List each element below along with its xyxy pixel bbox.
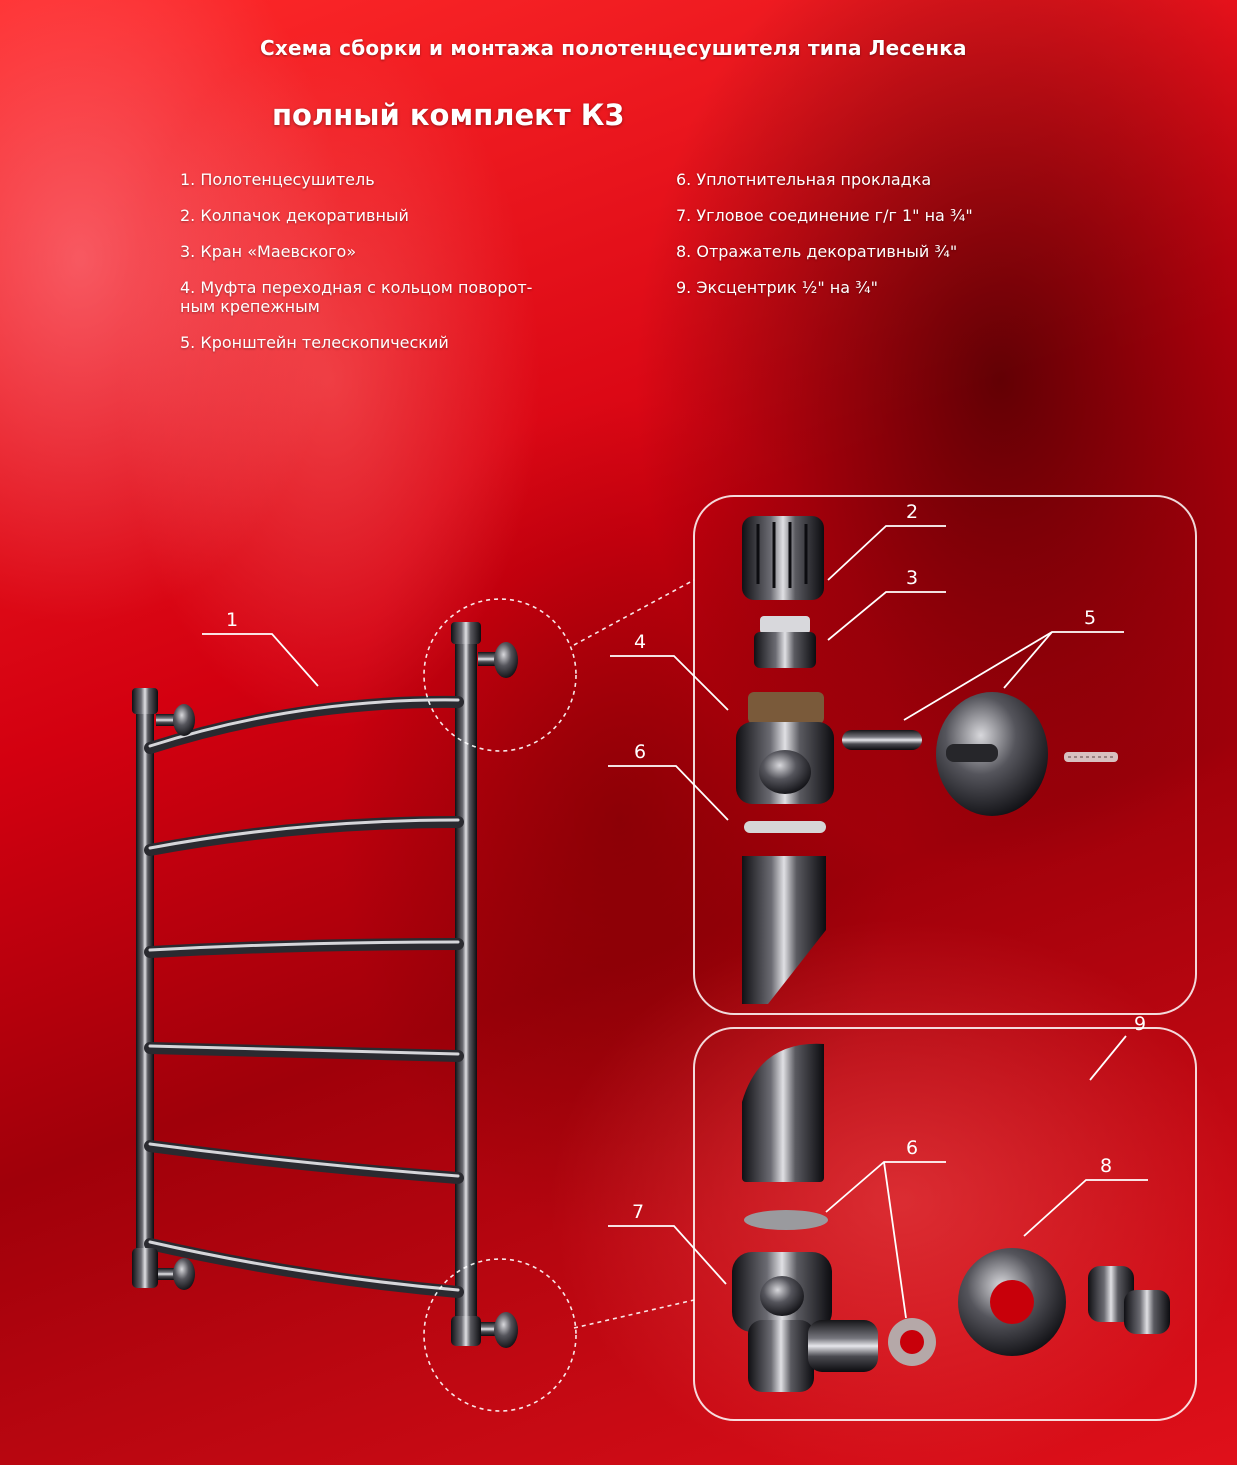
leader-6a [608, 765, 729, 821]
decorative-cap-ribs [756, 522, 808, 588]
decorative-cap [742, 516, 824, 600]
callout-1: 1 [226, 609, 238, 631]
rung-4-highlight [148, 1044, 460, 1056]
top-detail-circle [423, 598, 577, 752]
adapter-thread [748, 692, 824, 724]
legend-item-5: 5. Кронштейн телескопический [180, 333, 449, 352]
angle-joint-nut [760, 1276, 804, 1316]
leader-5b [1003, 631, 1053, 689]
rung-5-highlight [148, 1142, 460, 1178]
riser-pipe-section [742, 856, 826, 1004]
rung-2 [144, 816, 464, 856]
rung-6 [144, 1238, 464, 1298]
eccentric-fitting [742, 1043, 824, 1168]
callout-3: 3 [906, 567, 918, 589]
callout-2: 2 [906, 501, 918, 523]
bottom-detail-panel [693, 1027, 1197, 1421]
bracket-rod [842, 730, 922, 750]
leader-3 [827, 591, 946, 641]
angle-joint-outlet [808, 1320, 878, 1372]
bracket-top-left-flange [173, 704, 195, 736]
right-riser-bottom-cap [451, 1316, 481, 1346]
top-detail-panel [693, 495, 1197, 1015]
leader-1 [202, 633, 319, 687]
bottom-panel-parts [732, 1043, 1170, 1392]
leader-9 [1089, 1035, 1127, 1081]
adapter-nut [759, 750, 811, 794]
left-riser [136, 700, 154, 1260]
legend-item-6: 6. Уплотнительная прокладка [676, 170, 932, 189]
leader-lines [202, 525, 1148, 1319]
rung-6-highlight [148, 1240, 460, 1292]
bracket-screw [1064, 752, 1118, 762]
legend-right: 6. Уплотнительная прокладка 7. Угловое с… [676, 170, 1056, 314]
callout-4: 4 [634, 631, 646, 653]
bracket-bottom-left-flange [173, 1258, 195, 1290]
leader-6b-washer [883, 1161, 907, 1319]
reflector-hole [990, 1280, 1034, 1324]
rung-3 [144, 938, 464, 958]
leader-6b [825, 1161, 946, 1213]
callout-8: 8 [1100, 1155, 1112, 1177]
callout-9: 9 [1134, 1013, 1146, 1035]
rung-1-highlight [148, 698, 460, 748]
mayevsky-valve [754, 632, 816, 668]
detail-magnifiers [423, 579, 695, 1412]
callout-5: 5 [1084, 607, 1096, 629]
legend-item-7: 7. Угловое соединение г/г 1" на ¾" [676, 206, 973, 225]
legend-item-2: 2. Колпачок декоративный [180, 206, 409, 225]
wall-brackets [156, 642, 518, 1348]
rung-3-highlight [148, 940, 460, 952]
leader-8 [1023, 1179, 1148, 1237]
right-riser-cap [451, 622, 481, 644]
bracket-mount-rod [946, 744, 998, 762]
callout-6-bottom: 6 [906, 1137, 918, 1159]
left-riser-cap [132, 688, 158, 714]
small-fitting-1 [1088, 1266, 1134, 1322]
angle-joint-body [748, 1320, 814, 1392]
kit-subtitle: полный комплект К3 [272, 98, 625, 132]
page-title: Схема сборки и монтажа полотенцесушителя… [260, 36, 967, 60]
bottom-detail-connector [573, 1299, 695, 1329]
gasket-bottom [744, 1210, 828, 1230]
rung-2-highlight [148, 818, 460, 850]
leader-4 [610, 655, 729, 711]
gasket-top [744, 821, 826, 833]
eccentric-thread [742, 1156, 824, 1182]
bracket-bottom-right-flange [494, 1312, 518, 1348]
bottom-detail-circle [423, 1258, 577, 1412]
legend-item-3: 3. Кран «Маевского» [180, 242, 357, 261]
mayevsky-valve-top [760, 616, 810, 634]
legend-item-1: 1. Полотенцесушитель [180, 170, 375, 189]
top-panel-parts [736, 516, 1118, 1004]
washer-hole [900, 1330, 924, 1354]
callout-6-top: 6 [634, 741, 646, 763]
bracket-top-right-flange [494, 642, 518, 678]
top-detail-connector [573, 579, 695, 646]
legend-item-8: 8. Отражатель декоративный ¾" [676, 242, 958, 261]
small-fitting-2 [1124, 1290, 1170, 1334]
rungs [144, 695, 464, 1298]
rung-5 [144, 1140, 464, 1184]
rung-4 [144, 1042, 464, 1062]
leader-7 [608, 1225, 727, 1285]
legend-item-4: 4. Муфта переходная с кольцом поворот- н… [180, 278, 533, 316]
legend-left: 1. Полотенцесушитель 2. Колпачок декорат… [180, 170, 600, 369]
legend-item-9: 9. Эксцентрик ½" на ¾" [676, 278, 878, 297]
leader-2 [827, 525, 946, 581]
right-riser [455, 628, 477, 1328]
rung-1 [144, 695, 464, 754]
callout-7: 7 [632, 1201, 644, 1223]
left-riser-bottom-cap [132, 1248, 158, 1288]
towel-rail [132, 622, 518, 1348]
